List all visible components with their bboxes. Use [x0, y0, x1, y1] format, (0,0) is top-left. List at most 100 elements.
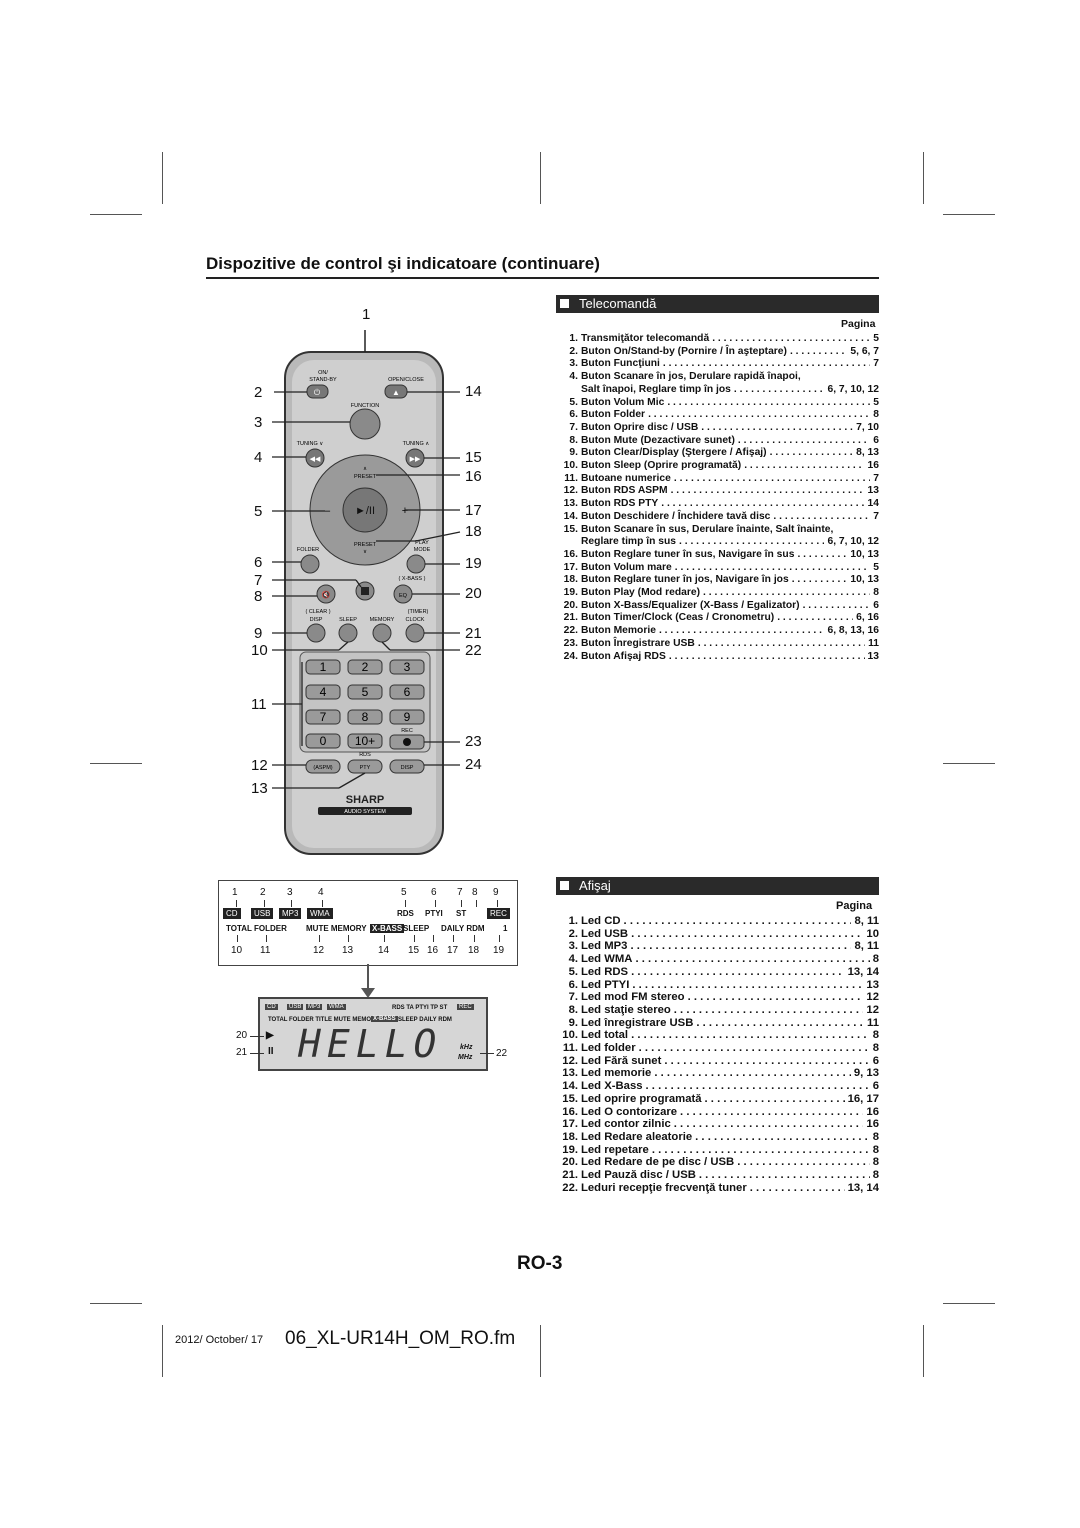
- item-page: 8: [872, 1130, 879, 1143]
- leader-dots: [663, 358, 870, 371]
- svg-text:EQ: EQ: [399, 593, 408, 599]
- item-page: 7: [873, 358, 879, 370]
- leader-dots: [696, 1017, 864, 1030]
- list-item: 2.Led USB10: [556, 928, 879, 941]
- item-label: Reglare timp în sus: [581, 536, 676, 548]
- leader-dots: [695, 1131, 870, 1144]
- item-label: Buton Volum Mic: [581, 396, 665, 408]
- display-callout: 7: [457, 887, 463, 898]
- remote-callout: 7: [254, 572, 263, 589]
- list-item: 3.Buton Funcţiuni7: [556, 358, 879, 371]
- item-label: Buton Afişaj RDS: [581, 650, 666, 662]
- item-label: Led mod FM stereo: [581, 991, 685, 1004]
- item-label: Buton RDS ASPM: [581, 485, 668, 497]
- item-label: Led WMA: [581, 953, 633, 966]
- list-item: 2.Buton On/Stand-by (Pornire / În aştept…: [556, 346, 879, 359]
- svg-text:4: 4: [320, 685, 327, 699]
- item-page: 12: [866, 1003, 879, 1016]
- lcd-callout: 20: [236, 1030, 248, 1041]
- item-page: 5: [873, 333, 879, 344]
- display-tick: [497, 900, 498, 907]
- list-item: 7.Led mod FM stereo12: [556, 991, 879, 1004]
- item-page: 13, 14: [847, 965, 879, 978]
- list-item: 4.Led WMA8: [556, 953, 879, 966]
- item-page: 5, 6, 7: [850, 345, 879, 357]
- list-item: 21.Buton Timer/Clock (Ceas / Cronometru)…: [556, 612, 879, 625]
- lcd-callout: 21: [236, 1047, 248, 1058]
- item-page: 8: [872, 1042, 879, 1055]
- display-callout: 15: [408, 945, 420, 956]
- svg-text:0: 0: [320, 734, 327, 748]
- display-row2-label: SLEEP: [403, 924, 430, 933]
- remote-callout: 10: [251, 642, 268, 659]
- item-number: 1.: [569, 333, 578, 344]
- list-item: 12.Led Fără sunet6: [556, 1055, 879, 1068]
- svg-text:MEMORY: MEMORY: [370, 617, 395, 623]
- svg-text:–: –: [324, 505, 331, 517]
- lcd-badge: CD: [265, 1004, 278, 1010]
- item-number: 12.: [562, 1054, 578, 1067]
- footer-filename: 06_XL-UR14H_OM_RO.fm: [285, 1328, 516, 1349]
- item-number: 3.: [569, 358, 578, 370]
- item-label: Led oprire programată: [581, 1092, 702, 1105]
- item-label: Salt înapoi, Reglare timp în jos: [581, 383, 731, 395]
- item-label: Led RDS: [581, 965, 629, 978]
- item-page: 12: [866, 991, 879, 1004]
- telecomanda-list: 1.Transmiţător telecomandă52.Buton On/St…: [556, 333, 879, 663]
- svg-text:2: 2: [362, 660, 369, 674]
- item-number: 3.: [568, 940, 578, 953]
- item-label: Led contor zilnic: [581, 1118, 671, 1131]
- remote-callout: 24: [465, 756, 482, 773]
- list-item: 24.Buton Afişaj RDS13: [556, 651, 879, 664]
- section-square-icon: [560, 881, 569, 890]
- item-page: 16, 17: [847, 1092, 879, 1105]
- item-label: Led memorie: [581, 1067, 652, 1080]
- display-tick: [348, 935, 349, 942]
- item-label: Buton Memorie: [581, 625, 656, 637]
- item-page: 7, 10: [856, 421, 879, 433]
- item-label: Buton Folder: [581, 409, 646, 421]
- display-tick: [453, 935, 454, 942]
- svg-text:PTY: PTY: [360, 765, 371, 771]
- item-label: Led USB: [581, 927, 629, 940]
- item-page: 7: [873, 510, 879, 522]
- lcd-leader: [250, 1036, 264, 1037]
- crop-mark: [90, 214, 142, 215]
- leader-dots: [797, 549, 847, 562]
- remote-callout: 3: [254, 414, 263, 431]
- remote-callout: 22: [465, 642, 482, 659]
- remote-callout: 4: [254, 449, 263, 466]
- item-label: Buton Reglare tuner în jos, Navigare în …: [581, 574, 789, 586]
- item-page: 8: [872, 1029, 879, 1042]
- leader-dots: [652, 1144, 870, 1157]
- list-item: 3.Led MP38, 11: [556, 940, 879, 953]
- crop-mark: [90, 763, 142, 764]
- list-item: 9.Buton Clear/Display (Ştergere / Afişaj…: [556, 447, 879, 460]
- list-item: 1.Led CD8, 11: [556, 915, 879, 928]
- leader-dots: [738, 435, 870, 448]
- page-title: Dispozitive de control şi indicatoare (c…: [206, 254, 600, 273]
- display-rds: RDS: [397, 909, 414, 918]
- svg-text:SHARP: SHARP: [346, 794, 385, 806]
- item-label: Buton RDS PTY: [581, 498, 659, 510]
- svg-text:STAND-BY: STAND-BY: [309, 377, 337, 383]
- item-label: Buton Clear/Display (Ştergere / Afişaj): [581, 447, 767, 459]
- item-page: 8: [873, 409, 879, 421]
- item-label: Buton On/Stand-by (Pornire / În aşteptar…: [581, 345, 787, 357]
- item-label: Led repetare: [581, 1143, 649, 1156]
- leader-dots: [659, 625, 825, 638]
- display-ptyi: PTYI: [425, 909, 443, 918]
- svg-text:◀◀: ◀◀: [310, 456, 321, 463]
- item-label: Buton Scanare în sus, Derulare înainte, …: [581, 523, 834, 535]
- svg-text:▲: ▲: [392, 388, 400, 397]
- display-tick: [499, 935, 500, 942]
- remote-callout: 20: [465, 585, 482, 602]
- label-on-standby: ON/: [318, 370, 328, 376]
- item-number: 18.: [562, 1130, 578, 1143]
- leader-dots: [631, 928, 863, 941]
- svg-text:SLEEP: SLEEP: [339, 617, 357, 623]
- item-page: 13: [867, 650, 879, 662]
- svg-text:10+: 10+: [355, 734, 375, 748]
- leader-dots: [750, 1182, 845, 1195]
- item-number: 22.: [563, 625, 578, 637]
